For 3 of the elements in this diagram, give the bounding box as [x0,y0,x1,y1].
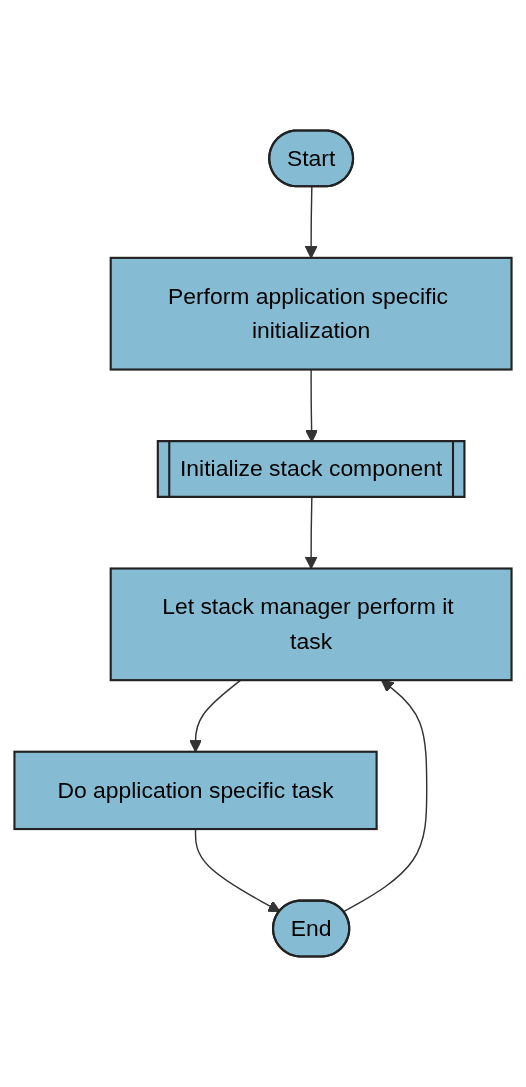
node-box: Let stack manager perform it task [109,567,513,682]
node-box: Do application specific task [13,750,378,831]
node-box: Perform application specific initialization [109,256,513,371]
